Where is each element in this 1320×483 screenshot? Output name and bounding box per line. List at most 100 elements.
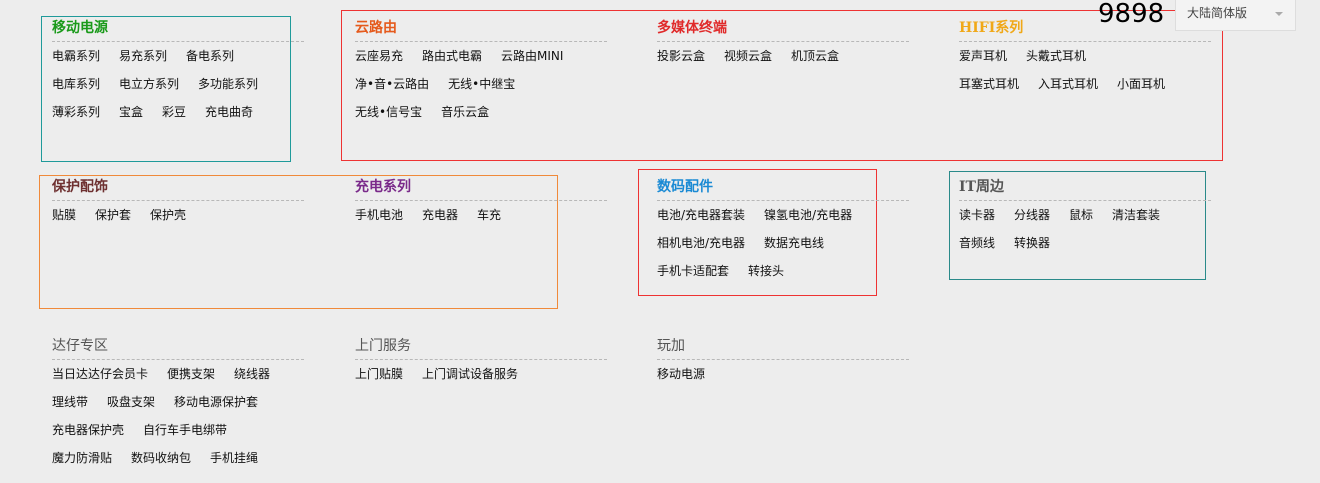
section-dazai: 达仔专区当日达达仔会员卡 便携支架 绕线器理线带 吸盘支架 移动电源保护套充电器保护壳 自… — [52, 333, 304, 472]
category-link[interactable]: 无线•中继宝 — [448, 77, 516, 91]
category-link[interactable]: 分线器 — [1014, 208, 1051, 222]
category-link[interactable]: 保护壳 — [150, 208, 187, 222]
category-link[interactable]: 音频线 — [959, 236, 996, 250]
category-link[interactable]: 云路由MINI — [501, 49, 564, 63]
section-title[interactable]: 达仔专区 — [52, 338, 108, 354]
category-link[interactable]: 吸盘支架 — [107, 395, 156, 409]
category-link[interactable]: 爱声耳机 — [959, 49, 1008, 63]
box-digital — [638, 169, 877, 296]
category-link[interactable]: 鼠标 — [1069, 208, 1094, 222]
divider — [657, 359, 909, 360]
category-link[interactable]: 无线•信号宝 — [355, 105, 423, 119]
category-link[interactable]: 便携支架 — [167, 367, 216, 381]
category-link[interactable]: 备电系列 — [186, 49, 235, 63]
category-link[interactable]: 电库系列 — [52, 77, 101, 91]
link-row: 净•音•云路由 无线•中继宝 — [355, 70, 607, 98]
divider — [52, 41, 304, 42]
category-link[interactable]: 薄彩系列 — [52, 105, 101, 119]
section-title[interactable]: IT周边 — [959, 179, 1004, 195]
section-mobile-power: 移动电源电霸系列 易充系列 备电系列电库系列 电立方系列 多功能系列薄彩系列 宝盒 彩豆 充电… — [52, 15, 304, 126]
category-link[interactable]: 上门贴膜 — [355, 367, 404, 381]
category-link[interactable]: 转换器 — [1014, 236, 1051, 250]
category-link[interactable]: 电霸系列 — [52, 49, 101, 63]
category-link[interactable]: 移动电源 — [657, 367, 706, 381]
category-link[interactable]: 贴膜 — [52, 208, 77, 222]
category-link[interactable]: 耳塞式耳机 — [959, 77, 1020, 91]
category-link[interactable]: 充电曲奇 — [205, 105, 254, 119]
category-link[interactable]: 手机卡适配套 — [657, 264, 730, 278]
link-row: 贴膜 保护套 保护壳 — [52, 201, 304, 229]
category-link[interactable]: 电池/充电器套装 — [657, 208, 746, 222]
category-link[interactable]: 读卡器 — [959, 208, 996, 222]
section-title[interactable]: 云路由 — [355, 20, 397, 36]
category-link[interactable]: 云座易充 — [355, 49, 404, 63]
link-row: 魔力防滑贴 数码收纳包 手机挂绳 — [52, 444, 304, 472]
category-link[interactable]: 移动电源保护套 — [174, 395, 259, 409]
category-link[interactable]: 净•音•云路由 — [355, 77, 430, 91]
section-cloud-router: 云路由云座易充 路由式电霸 云路由MINI 净•音•云路由 无线•中继宝无线•信号宝 音乐… — [355, 15, 607, 126]
category-link[interactable]: 手机挂绳 — [210, 451, 259, 465]
category-link[interactable]: 头戴式耳机 — [1026, 49, 1087, 63]
category-link[interactable]: 数码收纳包 — [131, 451, 192, 465]
category-link[interactable]: 宝盒 — [119, 105, 144, 119]
section-multimedia: 多媒体终端投影云盒 视频云盒 机顶云盒 — [657, 15, 909, 70]
category-link[interactable]: 转接头 — [748, 264, 785, 278]
category-link[interactable]: 保护套 — [95, 208, 132, 222]
section-title[interactable]: HIFI系列 — [959, 20, 1024, 36]
section-title[interactable]: 充电系列 — [355, 179, 411, 195]
section-title[interactable]: 玩加 — [657, 338, 685, 354]
category-link[interactable]: 数据充电线 — [764, 236, 825, 250]
category-link[interactable]: 当日达达仔会员卡 — [52, 367, 149, 381]
category-link[interactable]: 理线带 — [52, 395, 89, 409]
divider — [52, 359, 304, 360]
chevron-down-icon — [1275, 12, 1283, 16]
category-link[interactable]: 充电器 — [422, 208, 459, 222]
link-row: 耳塞式耳机 入耳式耳机 小面耳机 — [959, 70, 1211, 98]
language-select[interactable]: 大陆简体版 — [1175, 0, 1296, 31]
link-row: 无线•信号宝 音乐云盒 — [355, 98, 607, 126]
category-link[interactable]: 绕线器 — [234, 367, 271, 381]
link-row: 相机电池/充电器 数据充电线 — [657, 229, 909, 257]
section-onsite: 上门服务上门贴膜 上门调试设备服务 — [355, 333, 607, 388]
section-digital: 数码配件电池/充电器套装 镍氢电池/充电器相机电池/充电器 数据充电线手机卡适配套 转… — [657, 174, 909, 285]
link-row: 理线带 吸盘支架 移动电源保护套 — [52, 388, 304, 416]
category-link[interactable]: 视频云盒 — [724, 49, 773, 63]
category-link[interactable]: 充电器保护壳 — [52, 423, 125, 437]
category-link[interactable]: 清洁套装 — [1112, 208, 1161, 222]
category-link[interactable]: 机顶云盒 — [791, 49, 840, 63]
category-link[interactable]: 易充系列 — [119, 49, 168, 63]
section-protection: 保护配饰贴膜 保护套 保护壳 — [52, 174, 304, 229]
link-row: 云座易充 路由式电霸 云路由MINI — [355, 42, 607, 70]
box-protection — [39, 175, 558, 309]
category-link[interactable]: 自行车手电绑带 — [143, 423, 228, 437]
category-link[interactable]: 音乐云盒 — [441, 105, 490, 119]
section-title[interactable]: 上门服务 — [355, 338, 411, 354]
category-link[interactable]: 多功能系列 — [198, 77, 259, 91]
category-link[interactable]: 上门调试设备服务 — [422, 367, 519, 381]
section-title[interactable]: 数码配件 — [657, 179, 713, 195]
section-wanjia: 玩加移动电源 — [657, 333, 909, 388]
divider — [355, 41, 607, 42]
category-link[interactable]: 电立方系列 — [119, 77, 180, 91]
category-link[interactable]: 镍氢电池/充电器 — [764, 208, 853, 222]
link-row: 上门贴膜 上门调试设备服务 — [355, 360, 607, 388]
category-link[interactable]: 入耳式耳机 — [1038, 77, 1099, 91]
category-link[interactable]: 小面耳机 — [1117, 77, 1166, 91]
category-link[interactable]: 车充 — [477, 208, 502, 222]
link-row: 爱声耳机 头戴式耳机 — [959, 42, 1211, 70]
divider — [657, 200, 909, 201]
divider — [959, 200, 1211, 201]
link-row: 手机卡适配套 转接头 — [657, 257, 909, 285]
category-link[interactable]: 路由式电霸 — [422, 49, 483, 63]
category-link[interactable]: 手机电池 — [355, 208, 404, 222]
section-title[interactable]: 移动电源 — [52, 20, 108, 36]
section-title[interactable]: 多媒体终端 — [657, 20, 727, 36]
category-link[interactable]: 魔力防滑贴 — [52, 451, 113, 465]
section-it: IT周边读卡器 分线器 鼠标 清洁套装音频线 转换器 — [959, 174, 1211, 257]
category-link[interactable]: 相机电池/充电器 — [657, 236, 746, 250]
section-title[interactable]: 保护配饰 — [52, 179, 108, 195]
category-link[interactable]: 投影云盒 — [657, 49, 706, 63]
divider — [657, 41, 909, 42]
box-mobile-power — [41, 16, 291, 162]
category-link[interactable]: 彩豆 — [162, 105, 187, 119]
